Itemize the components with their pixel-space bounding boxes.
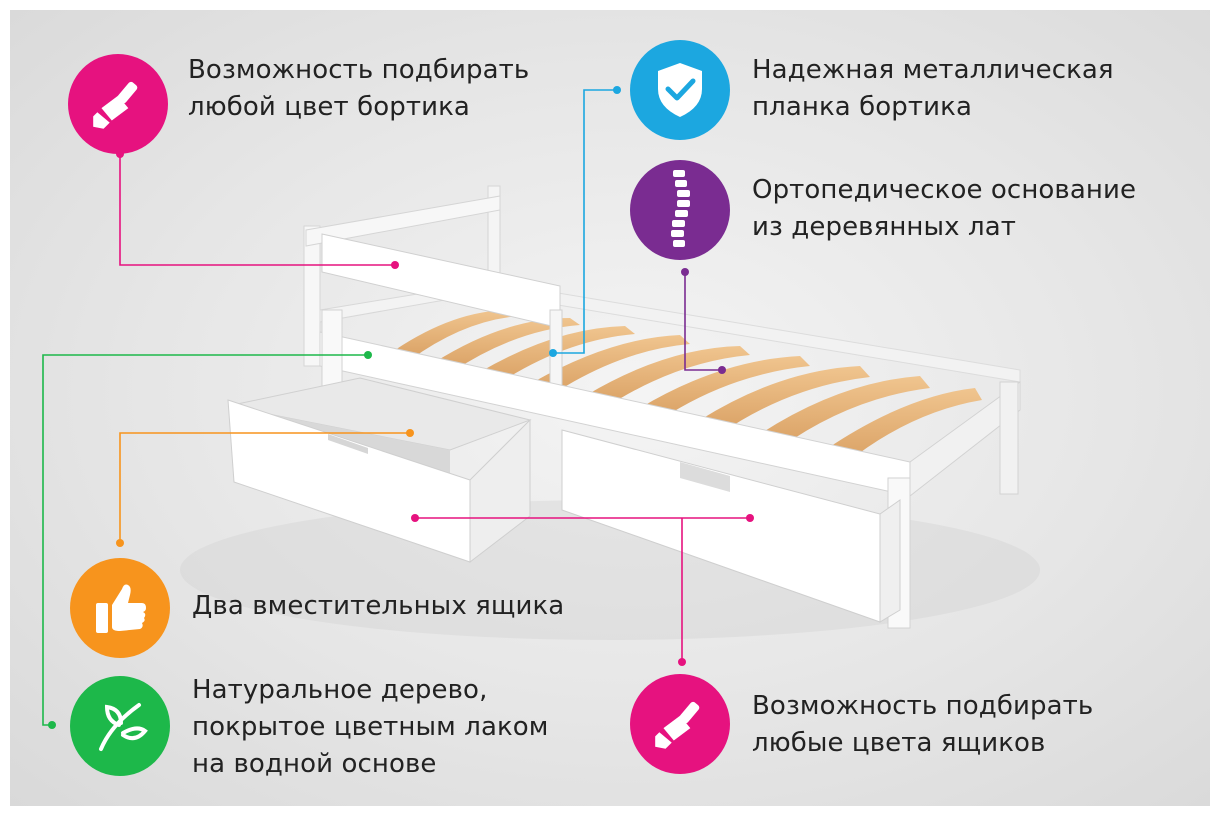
callout-line-drawers (119, 432, 410, 543)
feature-orthopedic-text: Ортопедическое основание из деревянных л… (752, 172, 1136, 246)
paintbrush-icon (630, 674, 730, 774)
leaf-icon (70, 676, 170, 776)
thumbs-up-icon (70, 558, 170, 658)
feature-metal-bar-text: Надежная металлическая планка бортика (752, 52, 1114, 126)
feature-drawer-colors-line-2: любые цвета ящиков (752, 728, 1046, 758)
feature-drawers-line-1: Два вместительных ящика (192, 591, 565, 621)
feature-frame-color-line-1: Возможность подбирать (188, 55, 530, 85)
leg-back-foot (999, 381, 1019, 495)
feature-orthopedic-line-2: из деревянных лат (752, 212, 1016, 242)
headboard-top-bar (305, 195, 501, 247)
feature-metal-bar-line-1: Надежная металлическая (752, 55, 1114, 85)
bed-illustration (42, 86, 1040, 729)
spine-icon (630, 160, 730, 260)
feature-natural-wood-line-2: покрытое цветным лаком (192, 712, 549, 742)
callout-lines (42, 89, 750, 726)
product-infographic: Возможность подбирать любой цвет бортика… (10, 10, 1210, 806)
feature-metal-bar-line-2: планка бортика (752, 92, 972, 122)
feature-drawer-colors-line-1: Возможность подбирать (752, 691, 1094, 721)
drawer-right (561, 429, 901, 623)
shield-check-icon (630, 40, 730, 140)
callout-line-metal-bar (553, 89, 617, 354)
feature-natural-wood-line-1: Натуральное дерево, (192, 675, 488, 705)
callout-dots (48, 86, 754, 729)
feature-frame-color-text: Возможность подбирать любой цвет бортика (188, 52, 529, 126)
feature-frame-color-line-2: любой цвет бортика (188, 92, 470, 122)
callout-line-orthopedic (684, 272, 722, 371)
paintbrush-icon (68, 54, 168, 154)
callout-line-natural-wood (42, 354, 368, 726)
drawer-left (227, 377, 532, 564)
wooden-slats (395, 310, 982, 464)
feature-natural-wood-line-3: на водной основе (192, 749, 437, 779)
headboard-front-post (303, 225, 321, 367)
feature-drawer-colors-text: Возможность подбирать любые цвета ящиков (752, 688, 1093, 762)
feature-orthopedic-line-1: Ортопедическое основание (752, 175, 1137, 205)
feature-natural-wood-text: Натуральное дерево, покрытое цветным лак… (192, 672, 549, 783)
feature-drawers-text: Два вместительных ящика (192, 588, 564, 625)
callout-line-frame-color (119, 154, 395, 266)
